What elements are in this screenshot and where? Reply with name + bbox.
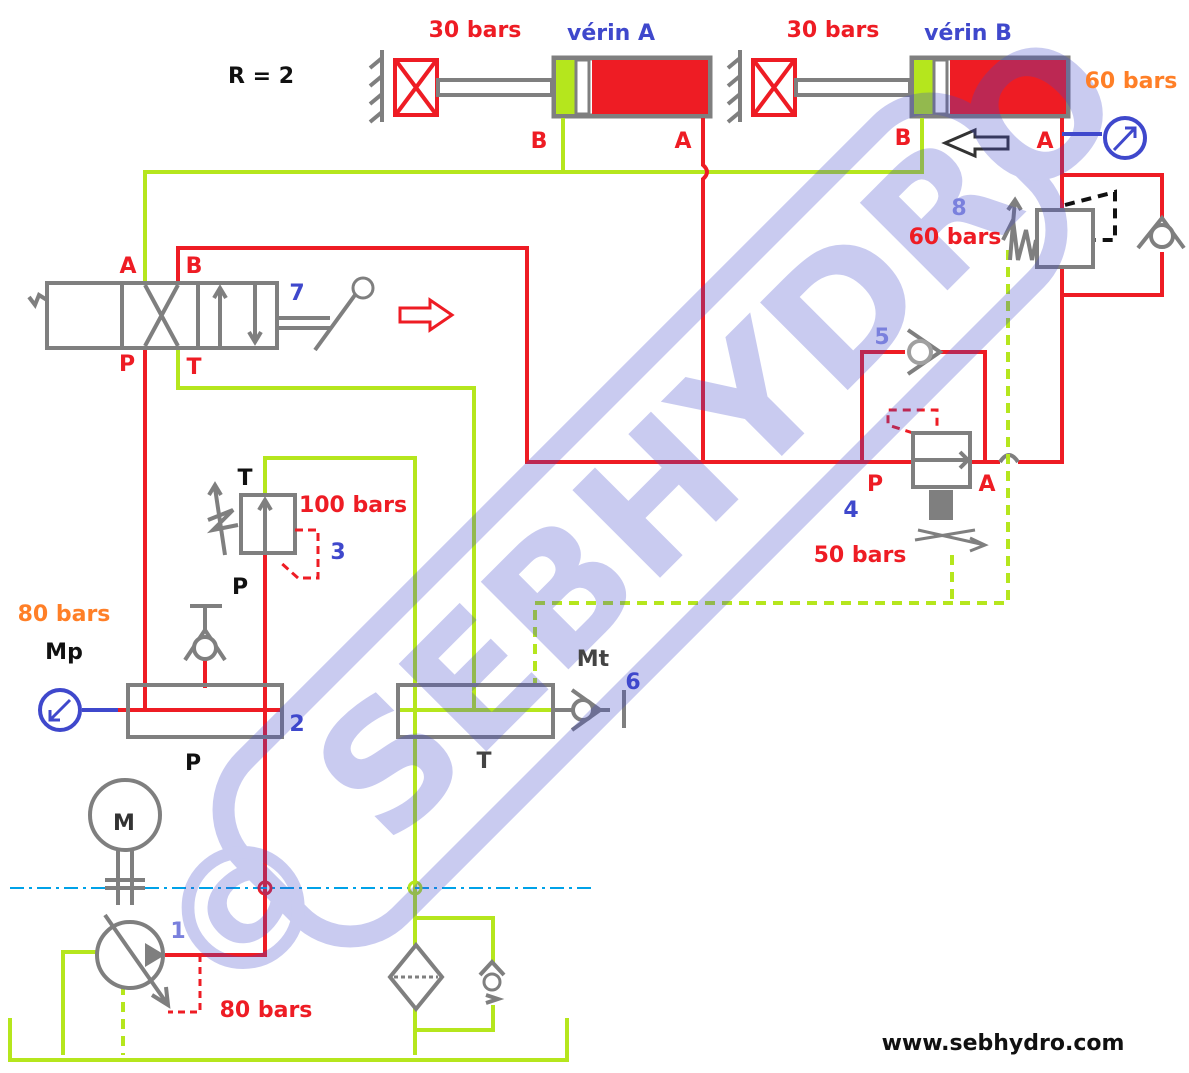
valve-8-number: 8 (951, 196, 966, 221)
valve-7-port-b: B (186, 254, 203, 279)
valve-7-port-a: A (119, 254, 136, 279)
cyl-b-port-a: A (1036, 129, 1053, 154)
valve-4-pressure: 50 bars (814, 543, 907, 568)
block-p-label: P (185, 751, 201, 776)
sequence-valve-8[interactable] (1001, 189, 1186, 269)
valve-8-pressure: 60 bars (909, 225, 1002, 250)
gauge-b-pressure: 60 bars (1085, 69, 1178, 94)
cyl-a-port-a: A (674, 129, 691, 154)
return-line-b (143, 118, 924, 283)
relief-valve-3[interactable] (206, 481, 320, 580)
website-link[interactable]: www.sebhydro.com (882, 1031, 1125, 1056)
cylinder-a (368, 50, 713, 124)
tank (8, 950, 569, 1062)
variable-pump-1 (95, 913, 202, 1014)
cyl-b-pressure: 30 bars (787, 18, 880, 43)
directional-valve-7[interactable] (27, 276, 375, 352)
check-valve-block-p (183, 604, 227, 662)
valve-3-number: 3 (330, 540, 345, 565)
cyl-b-port-b: B (895, 126, 912, 151)
filter (387, 941, 445, 1013)
bypass-line (1062, 173, 1164, 297)
pump-pressure: 80 bars (220, 998, 313, 1023)
pressure-line-b (176, 118, 1064, 464)
valve-4-port-a: A (978, 472, 995, 497)
pump-number: 1 (170, 919, 185, 944)
valve-3-port-p: P (232, 575, 248, 600)
motor-label: M (113, 811, 135, 836)
cylinder-b (726, 50, 1071, 124)
cyl-b-label: vérin B (924, 21, 1012, 46)
return-line-t (176, 348, 553, 1055)
pressure-gauge-b (1103, 116, 1147, 160)
gauge-mp-label: Mp (45, 640, 83, 665)
check-valve-5 (906, 328, 944, 376)
cyl-a-port-b: B (531, 129, 548, 154)
cyl-a-pressure: 30 bars (429, 18, 522, 43)
gauge-mt-label: Mt (577, 647, 610, 672)
valve-4-number: 4 (843, 498, 858, 523)
valve-7-number: 7 (289, 281, 304, 306)
valve-7-port-p: P (119, 352, 135, 377)
valve-4-port-p: P (867, 472, 883, 497)
gauge-connector-6 (553, 688, 626, 732)
rotary-joint (257, 880, 423, 896)
ratio-label: R = 2 (228, 64, 294, 89)
line-cyl-a (701, 118, 709, 462)
valve-7-port-t: T (186, 355, 201, 380)
valve-3-port-t: T (237, 466, 252, 491)
pressure-reducing-valve-4[interactable] (886, 408, 989, 553)
connector-6-number: 6 (625, 670, 640, 695)
pressure-line-p (85, 348, 282, 957)
filter-bypass-check (478, 959, 506, 1005)
cyl-a-label: vérin A (567, 21, 655, 46)
arrow-right-icon (398, 297, 455, 333)
pressure-gauge-mp (38, 688, 82, 732)
drain-lines (121, 250, 1010, 1055)
gauge-mp-pressure: 80 bars (18, 602, 111, 627)
manifold-block-p (126, 683, 284, 739)
electric-motor (88, 778, 162, 905)
valve-3-pressure: 100 bars (299, 493, 407, 518)
arrow-left-icon (941, 127, 1010, 159)
block-p-number: 2 (289, 712, 304, 737)
check-5-number: 5 (874, 325, 889, 350)
block-t-label: T (476, 749, 491, 774)
